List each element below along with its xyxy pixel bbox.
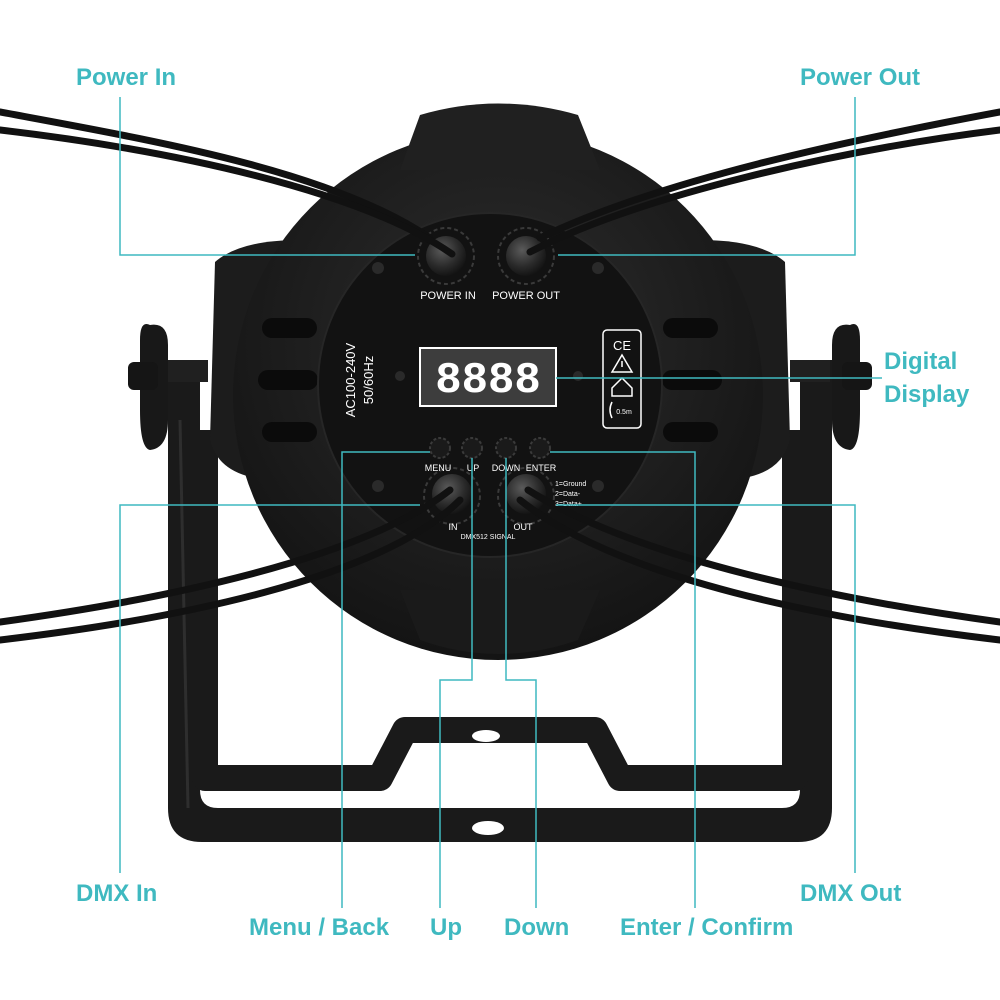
cables bbox=[0, 108, 1000, 644]
power-in-label: POWER IN bbox=[420, 290, 476, 302]
bracket-mount-hole bbox=[472, 821, 504, 835]
menu-label: MENU bbox=[425, 463, 452, 473]
indoor-use-icon bbox=[611, 376, 633, 397]
callout-power-in: Power In bbox=[76, 64, 177, 91]
callout-down: Down bbox=[504, 914, 570, 941]
left-knob bbox=[128, 324, 208, 450]
callout-dmx-in: DMX In bbox=[76, 880, 158, 907]
enter-button[interactable] bbox=[529, 437, 551, 459]
power-out-cable bbox=[536, 108, 1000, 242]
leader-dmx-out bbox=[556, 504, 856, 873]
distance-icon: 0.5m bbox=[609, 401, 632, 419]
down-button[interactable] bbox=[495, 437, 517, 459]
power-in-cable bbox=[0, 108, 434, 242]
up-button[interactable] bbox=[461, 437, 483, 459]
power-out-label: POWER OUT bbox=[492, 290, 560, 302]
up-label: UP bbox=[467, 463, 480, 473]
ce-mark-icon: CE bbox=[613, 338, 631, 353]
callout-up: Up bbox=[430, 914, 462, 941]
certification-panel: CE 0.5m bbox=[602, 329, 642, 429]
warning-icon bbox=[610, 353, 634, 373]
menu-button[interactable] bbox=[429, 437, 451, 459]
frequency-label: 50/60Hz bbox=[361, 356, 376, 404]
digital-display: 8888 bbox=[419, 347, 557, 407]
pin1-label: 1=Ground bbox=[555, 481, 586, 488]
callout-dmx-out: DMX Out bbox=[800, 880, 902, 907]
dmx-in-connector bbox=[423, 467, 481, 525]
dmx-out-connector bbox=[497, 467, 555, 525]
callout-menu-back: Menu / Back bbox=[249, 914, 390, 941]
pin2-label: 2=Data- bbox=[555, 491, 581, 498]
leader-menu bbox=[341, 451, 430, 908]
voltage-label: AC100-240V bbox=[343, 342, 358, 417]
dmx-out-label: OUT bbox=[514, 522, 534, 532]
dmx-out-cable bbox=[524, 486, 1000, 626]
leader-enter bbox=[550, 451, 696, 908]
distance-label: 0.5m bbox=[616, 409, 632, 416]
display-readout: 8888 bbox=[435, 356, 541, 406]
dmx-in-label: IN bbox=[449, 522, 458, 532]
callout-digital-line1: Digital bbox=[884, 348, 958, 375]
leader-lines bbox=[119, 97, 882, 908]
dmx-signal-label: DMX512 SIGNAL bbox=[461, 534, 516, 541]
callout-enter-confirm: Enter / Confirm bbox=[620, 914, 794, 941]
dmx-in-cable bbox=[0, 486, 454, 626]
leader-power-out bbox=[558, 97, 856, 256]
bracket-hole bbox=[472, 730, 500, 742]
leader-dmx-in bbox=[119, 504, 420, 873]
callout-power-out: Power Out bbox=[800, 64, 921, 91]
callout-digital-line2: Display bbox=[884, 381, 970, 408]
leader-up bbox=[439, 458, 473, 908]
leader-power-in bbox=[119, 97, 415, 256]
enter-label: ENTER bbox=[526, 463, 557, 473]
leader-down bbox=[505, 458, 537, 908]
right-knob bbox=[790, 324, 872, 450]
